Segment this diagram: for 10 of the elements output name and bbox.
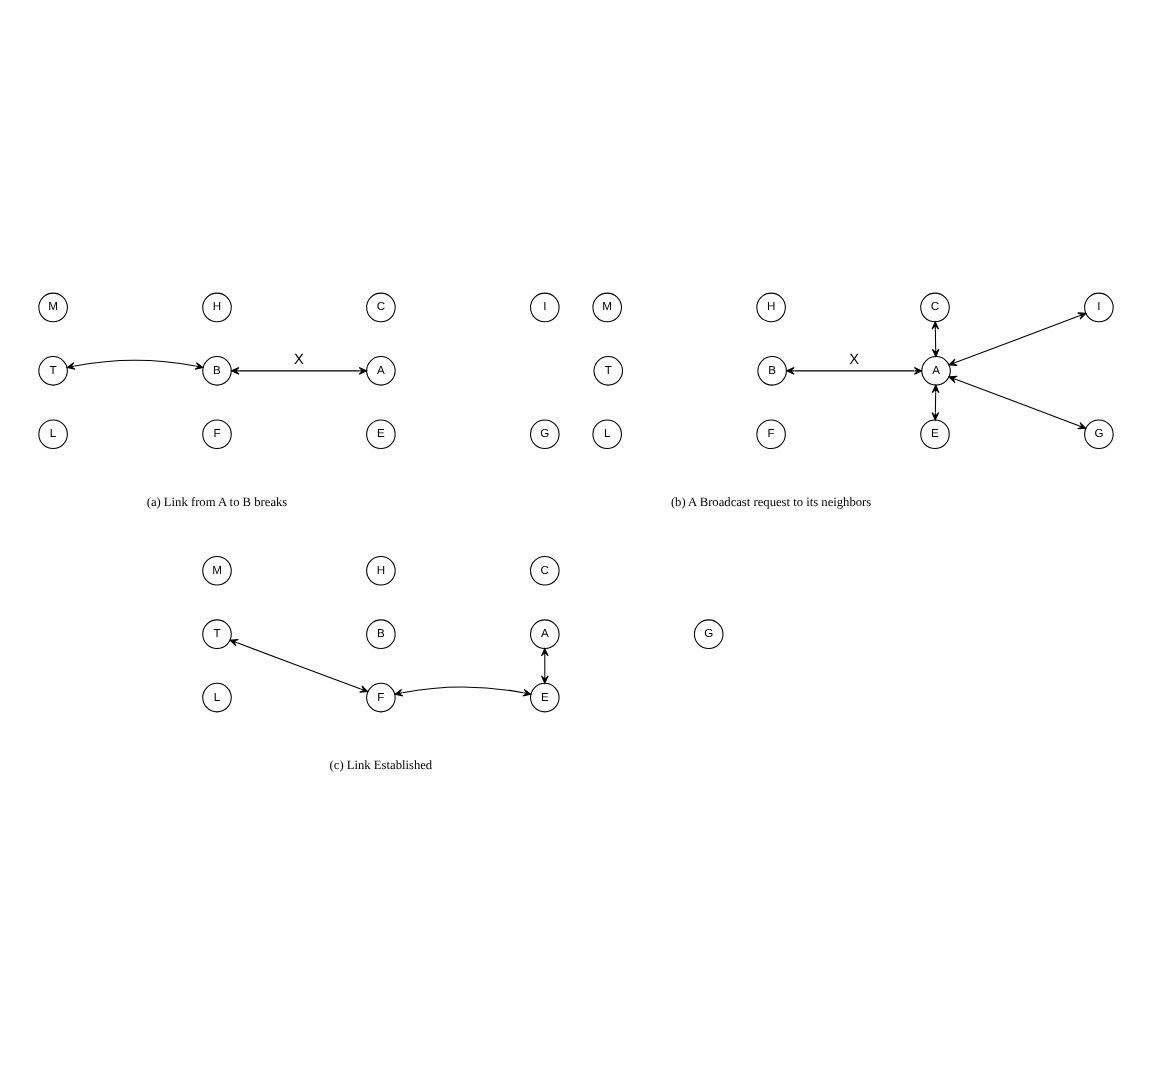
arrow [540,647,549,683]
arrow [229,638,369,692]
arrow [948,374,1087,429]
arrow [66,358,204,369]
arrow [394,685,532,696]
arrow [931,383,940,420]
arrow [786,366,923,374]
arrow [931,320,940,357]
arrow [231,366,368,374]
arrow [948,311,1087,365]
